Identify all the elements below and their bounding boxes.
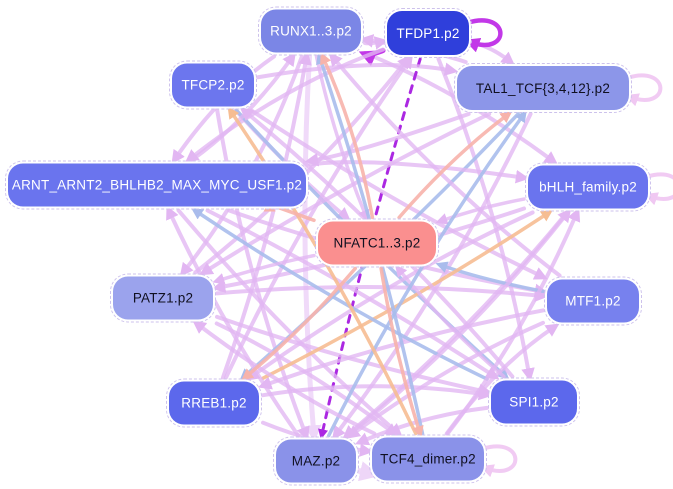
edge-patz1-spi1 [215, 314, 493, 397]
edge-nfatc-tcf4 [379, 266, 424, 439]
edge-rreb1-spi1 [261, 384, 493, 401]
edge-arnt-tcf4 [176, 208, 403, 438]
edge-mtf1-nfatc [435, 261, 545, 294]
edge-tfcp2-tal1 [256, 62, 459, 80]
edge-spi1-arnt [191, 207, 489, 381]
node-label: bHLH_family.p2 [539, 179, 637, 195]
edge-tcf4-tfcp2 [227, 106, 418, 436]
node-label: MTF1.p2 [565, 293, 621, 309]
node-label: TCF4_dimer.p2 [380, 451, 476, 467]
edge-tcf4-patz1 [192, 320, 377, 436]
node-tfcp2[interactable]: TFCP2.p2 [169, 60, 257, 110]
node-runx[interactable]: RUNX1..3.p2 [258, 6, 364, 56]
edge-runx-maz [302, 54, 322, 443]
node-maz[interactable]: MAZ.p2 [273, 436, 359, 486]
edge-maz-arnt [166, 205, 301, 438]
edge-rreb1-bhlh [261, 209, 553, 380]
edge-maz-bhlh [345, 208, 572, 438]
edge-patz1-tfdp [193, 54, 411, 275]
node-bhlh[interactable]: bHLH_family.p2 [525, 162, 651, 212]
node-label: NFATC1..3.p2 [333, 235, 421, 251]
node-tfdp[interactable]: TFDP1.p2 [384, 8, 472, 58]
node-patz1[interactable]: PATZ1.p2 [110, 273, 216, 323]
edge-tal1-patz1 [199, 112, 492, 276]
edge-tcf4-bhlh [445, 207, 581, 436]
self-loop-tfdp [464, 18, 503, 53]
edge-tfdp-maz [318, 57, 422, 440]
node-label: TFDP1.p2 [396, 25, 460, 41]
edge-nfatc-patz1 [212, 253, 316, 285]
self-loop-tal1 [624, 73, 663, 107]
edge-nfatc-tal1 [397, 111, 513, 220]
edge-maz-tal1 [327, 110, 527, 438]
node-label: PATZ1.p2 [132, 290, 194, 306]
edge-spi1-nfatc [395, 264, 506, 379]
edge-rreb1-tfdp [224, 54, 413, 380]
edge-nfatc-rreb1 [241, 266, 357, 381]
node-label: RREB1.p2 [181, 395, 247, 411]
edge-nfatc-runx [320, 52, 375, 220]
edge-mtf1-maz [346, 320, 545, 439]
node-label: RUNX1..3.p2 [270, 23, 352, 39]
node-spi1[interactable]: SPI1.p2 [488, 377, 580, 427]
edge-rreb1-runx [220, 51, 312, 380]
node-rreb1[interactable]: RREB1.p2 [166, 378, 262, 428]
node-label: ARNT_ARNT2_BHLHB2_MAX_MYC_USF1.p2 [11, 177, 303, 193]
edge-arnt-bhlh [308, 160, 530, 184]
node-label: SPI1.p2 [509, 394, 559, 410]
edge-maz-tcf4 [357, 461, 381, 482]
edge-tfcp2-maz [215, 108, 310, 441]
node-nfatc[interactable]: NFATC1..3.p2 [315, 218, 439, 268]
node-label: TAL1_TCF{3,4,12}.p2 [475, 80, 611, 96]
node-tcf4[interactable]: TCF4_dimer.p2 [369, 434, 487, 484]
edge-spi1-maz [354, 405, 489, 446]
self-loop-bhlh [643, 172, 673, 206]
node-label: TFCP2.p2 [181, 77, 245, 93]
node-tal1[interactable]: TAL1_TCF{3,4,12}.p2 [454, 63, 632, 113]
self-loop-tcf4 [479, 444, 518, 478]
node-mtf1[interactable]: MTF1.p2 [544, 276, 642, 326]
node-arnt[interactable]: ARNT_ARNT2_BHLHB2_MAX_MYC_USF1.p2 [5, 160, 309, 210]
node-label: MAZ.p2 [291, 453, 341, 469]
